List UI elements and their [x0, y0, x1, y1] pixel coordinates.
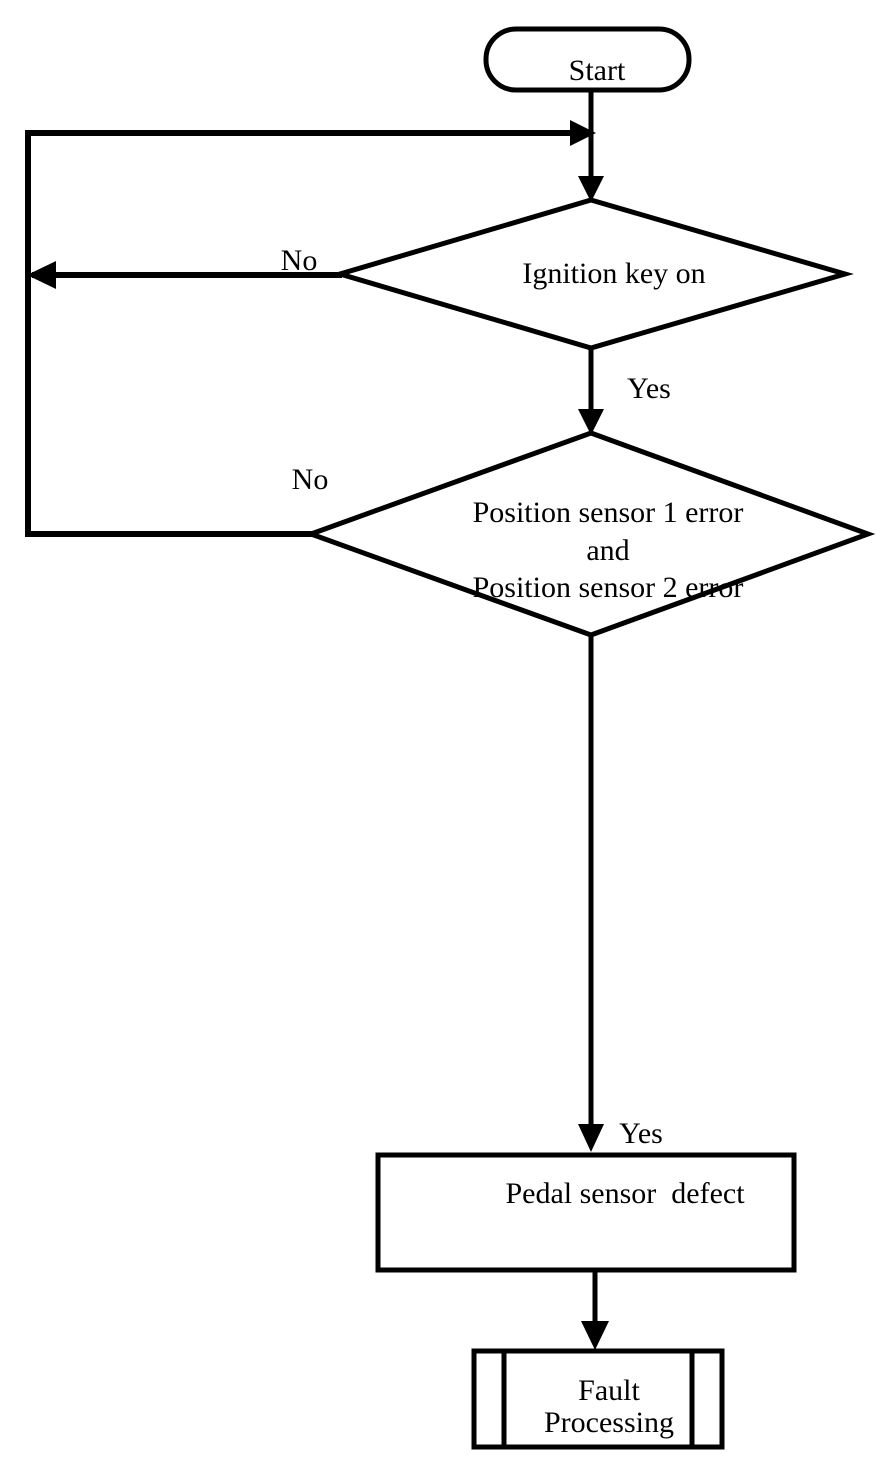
start-label: Start — [569, 54, 626, 87]
sensors-yes-branch-arrowhead — [578, 1124, 604, 1152]
start-to-ignition-arrowhead — [578, 176, 604, 202]
sensors-decision-label-line3: Position sensor 2 error — [473, 571, 744, 604]
start-terminator-shape — [483, 26, 692, 93]
sensors-yes-label: Yes — [619, 1117, 663, 1150]
defect-to-fault-arrowhead — [581, 1321, 609, 1350]
sensors-decision-label-line1: Position sensor 1 error — [473, 496, 744, 529]
fault-processing-shape — [471, 1348, 725, 1450]
pedal-defect-process-shape — [375, 1152, 797, 1273]
ignition-no-branch-arrowhead — [27, 261, 56, 289]
sensors-no-label: No — [292, 463, 329, 496]
fault-processing-label-line1: Fault — [578, 1374, 640, 1407]
feedback-loop-top-arrowhead — [570, 120, 596, 146]
fault-processing-label-line2: Processing — [544, 1406, 674, 1439]
sensors-decision-label-line2: and — [586, 534, 629, 567]
ignition-decision-shape — [331, 197, 854, 351]
pedal-defect-label: Pedal sensor defect — [505, 1177, 745, 1210]
ignition-decision-label: Ignition key on — [522, 257, 705, 290]
ignition-yes-label: Yes — [627, 372, 671, 405]
ignition-no-label: No — [281, 244, 318, 277]
sensors-decision-shape — [303, 430, 876, 638]
ignition-yes-branch-arrowhead — [578, 409, 604, 435]
